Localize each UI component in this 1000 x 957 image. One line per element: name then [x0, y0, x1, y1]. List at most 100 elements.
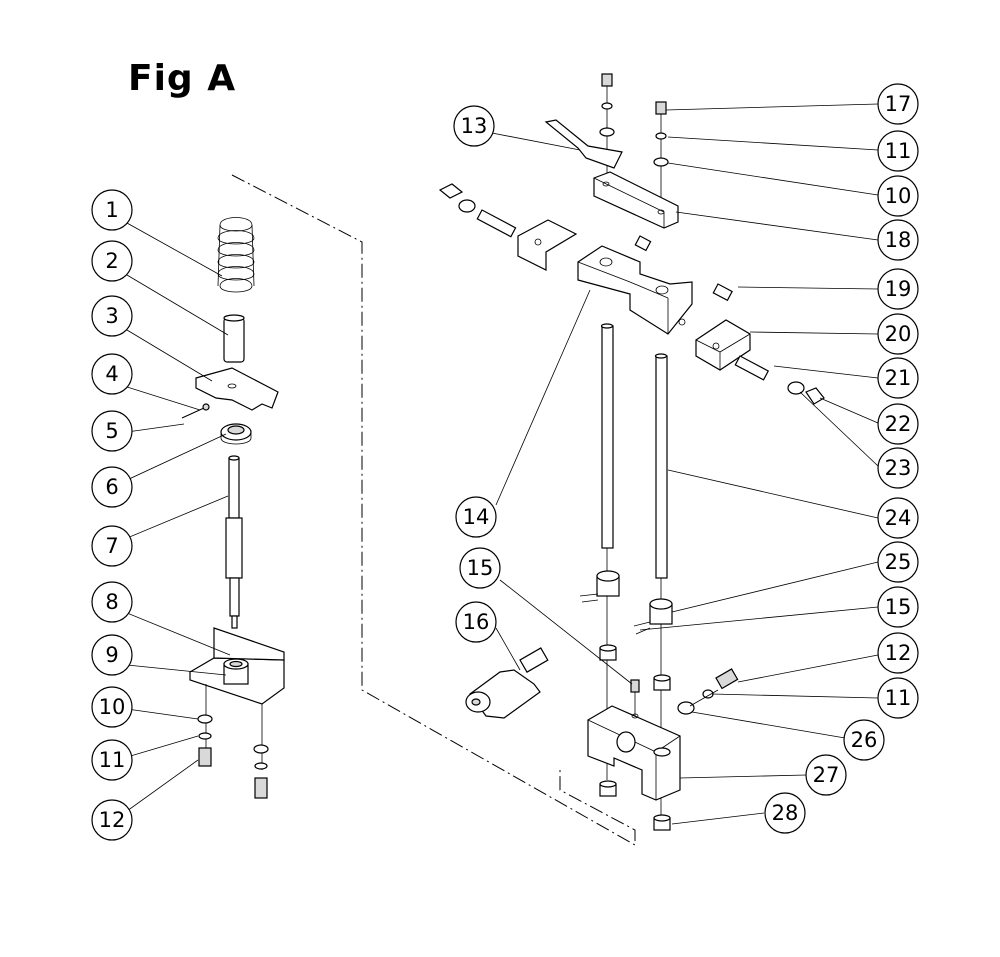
callout-23: 23: [877, 447, 919, 489]
callout-label: 3: [105, 304, 118, 328]
callout-label: 5: [105, 419, 118, 443]
callout-label: 12: [99, 808, 126, 832]
shaft-part: [225, 455, 243, 629]
callout-circle: [843, 719, 885, 761]
callout-12: 12: [877, 632, 919, 674]
callout-circle: [455, 601, 497, 643]
bottom-block-part: [587, 705, 681, 801]
callout-circle: [91, 686, 133, 728]
callout-label: 11: [99, 748, 126, 772]
fasteners-left: [197, 684, 269, 799]
callout-1: 1: [91, 189, 133, 231]
callout-11: 11: [877, 130, 919, 172]
callout-18: 18: [877, 219, 919, 261]
callout-label: 28: [772, 801, 799, 825]
callout-label: 15: [885, 595, 912, 619]
callout-circle: [91, 410, 133, 452]
callout-circle: [91, 295, 133, 337]
callout-3: 3: [91, 295, 133, 337]
callout-26: 26: [843, 719, 885, 761]
small-bushings: [599, 644, 671, 831]
callout-24: 24: [877, 497, 919, 539]
bushing-part: [223, 658, 249, 685]
callout-19: 19: [877, 268, 919, 310]
callout-circle: [91, 353, 133, 395]
callout-label: 13: [461, 114, 488, 138]
callout-14: 14: [455, 496, 497, 538]
spring-part: [217, 217, 255, 293]
callout-label: 19: [885, 277, 912, 301]
callout-28: 28: [764, 792, 806, 834]
callout-circle: [877, 497, 919, 539]
callout-6: 6: [91, 466, 133, 508]
callout-circle: [877, 586, 919, 628]
callout-2: 2: [91, 240, 133, 282]
eccentric-cam-part: [465, 647, 549, 719]
set-screw-part: [630, 679, 640, 693]
leaf-spring-part: [544, 119, 623, 169]
callout-circle: [877, 403, 919, 445]
callout-21: 21: [877, 357, 919, 399]
callout-circle: [91, 189, 133, 231]
left-end-hardware: [438, 183, 652, 271]
callout-circle: [91, 739, 133, 781]
callout-label: 24: [885, 506, 912, 530]
callout-circle: [91, 634, 133, 676]
callout-circle: [91, 240, 133, 282]
figure-title: Fig A: [128, 58, 237, 99]
callout-25: 25: [877, 541, 919, 583]
callout-11: 11: [877, 677, 919, 719]
callout-4: 4: [91, 353, 133, 395]
callout-label: 14: [463, 505, 490, 529]
callout-circle: [764, 792, 806, 834]
callout-label: 10: [885, 184, 912, 208]
callout-circle: [877, 447, 919, 489]
callout-circle: [877, 83, 919, 125]
callout-label: 1: [105, 198, 118, 222]
top-bar-part: [593, 171, 679, 229]
callout-label: 4: [105, 362, 118, 386]
callout-circle: [459, 547, 501, 589]
callout-circle: [877, 268, 919, 310]
callout-circle: [877, 219, 919, 261]
callout-label: 20: [885, 322, 912, 346]
callout-label: 6: [105, 475, 118, 499]
callout-circle: [877, 632, 919, 674]
callout-7: 7: [91, 525, 133, 567]
bearing-part: [220, 423, 252, 445]
callout-circle: [455, 496, 497, 538]
callout-circle: [91, 466, 133, 508]
callout-circle: [877, 541, 919, 583]
callout-9: 9: [91, 634, 133, 676]
callout-15: 15: [459, 547, 501, 589]
callout-label: 23: [885, 456, 912, 480]
pin-part: [181, 407, 205, 419]
callout-17: 17: [877, 83, 919, 125]
callout-label: 15: [467, 556, 494, 580]
callout-label: 22: [885, 412, 912, 436]
callout-10: 10: [877, 175, 919, 217]
callout-5: 5: [91, 410, 133, 452]
callout-circle: [877, 677, 919, 719]
callout-label: 10: [99, 695, 126, 719]
callout-27: 27: [805, 754, 847, 796]
callout-22: 22: [877, 403, 919, 445]
callout-label: 27: [813, 763, 840, 787]
sleeve-part: [223, 314, 245, 363]
callout-label: 21: [885, 366, 912, 390]
leader-lines: [126, 103, 879, 825]
callout-12: 12: [91, 799, 133, 841]
top-screws: [599, 73, 669, 210]
right-end-hardware: [695, 283, 825, 405]
callout-label: 7: [105, 534, 118, 558]
callout-label: 17: [885, 92, 912, 116]
callout-circle: [91, 525, 133, 567]
assembly-boundary-line: [231, 174, 636, 846]
callout-16: 16: [455, 601, 497, 643]
collars-part: [579, 570, 673, 635]
callout-circle: [805, 754, 847, 796]
callout-label: 11: [885, 139, 912, 163]
callout-15: 15: [877, 586, 919, 628]
